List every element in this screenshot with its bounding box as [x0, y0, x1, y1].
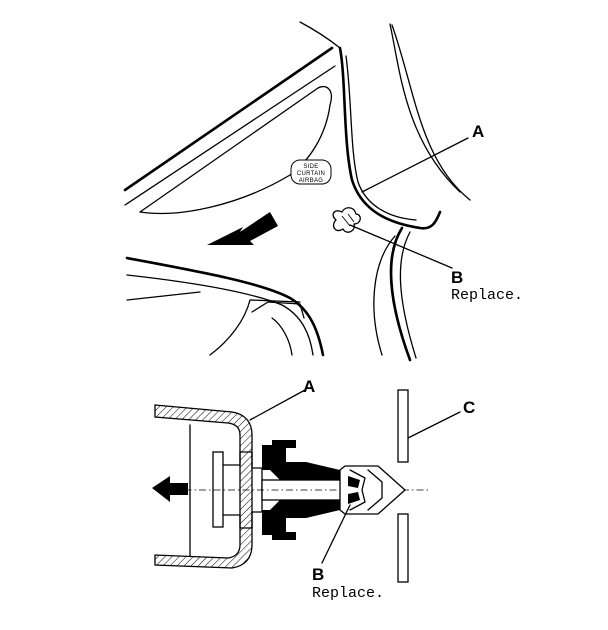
- top-view: SIDE CURTAIN AIRBAG A B Replace.: [123, 21, 523, 362]
- roof-outer-line: [299, 21, 341, 49]
- lower-trim-line-3: [209, 299, 301, 356]
- callout-b-top: B: [451, 268, 463, 287]
- body-panel-upper: [397, 389, 409, 463]
- callout-b-section: B: [312, 565, 324, 584]
- removal-arrow: [152, 476, 188, 502]
- headliner-edge-line: [124, 65, 336, 206]
- clip-flange: [212, 451, 224, 528]
- replace-note-top: Replace.: [451, 287, 523, 304]
- lower-trim-edge: [125, 256, 325, 357]
- headliner-inner-line: [139, 85, 332, 215]
- quarter-trim-outer: [373, 235, 396, 356]
- pillar-right-curve: [391, 24, 471, 201]
- callout-a-section: A: [303, 377, 315, 396]
- leader-b-top: [349, 224, 453, 269]
- leader-c-section: [407, 411, 461, 439]
- pull-direction-arrow: [207, 212, 278, 245]
- section-view: A C B Replace.: [152, 377, 475, 602]
- leader-b-section: [321, 504, 351, 564]
- lower-trim-tab: [251, 301, 305, 319]
- replace-note-section: Replace.: [312, 585, 384, 602]
- lower-trim-line-2: [126, 291, 201, 301]
- clip-tip-barbs: [349, 469, 383, 511]
- trim-section-hatched: [154, 404, 253, 569]
- quarter-trim-inner: [399, 231, 417, 359]
- leader-a-top: [361, 137, 469, 193]
- body-panel-lower: [397, 513, 409, 583]
- lower-trim-line-1: [126, 274, 314, 356]
- badge-line-2: CURTAIN: [297, 171, 325, 177]
- badge-line-1: SIDE: [303, 164, 318, 170]
- grommet-upper: [262, 440, 344, 480]
- pillar-inner-edge: [389, 23, 461, 193]
- clip-head: [332, 207, 361, 233]
- leader-a-section: [249, 389, 306, 421]
- callout-c-section: C: [463, 398, 475, 417]
- headliner-edge-thick: [123, 46, 334, 192]
- clip-tip: [339, 465, 406, 515]
- quarter-trim-edge: [389, 226, 412, 362]
- grommet-lower: [262, 500, 344, 540]
- pillar-trim-inner: [345, 55, 417, 221]
- lower-trim-curve: [271, 317, 293, 356]
- badge-line-3: AIRBAG: [299, 178, 324, 184]
- clip-tip-fill: [348, 476, 360, 504]
- airbag-badge: SIDE CURTAIN AIRBAG: [290, 159, 332, 185]
- callout-a-top: A: [472, 122, 484, 141]
- pillar-trim-edge: [338, 46, 442, 230]
